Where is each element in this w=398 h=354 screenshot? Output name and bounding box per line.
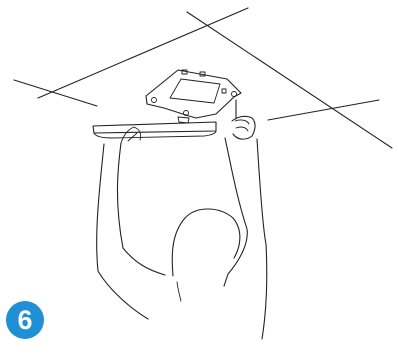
- person: [97, 116, 267, 339]
- held-tray: [93, 122, 216, 138]
- step-number-badge: 6: [6, 301, 44, 339]
- ceiling-outline: [14, 8, 392, 148]
- mounting-plate: [146, 70, 241, 123]
